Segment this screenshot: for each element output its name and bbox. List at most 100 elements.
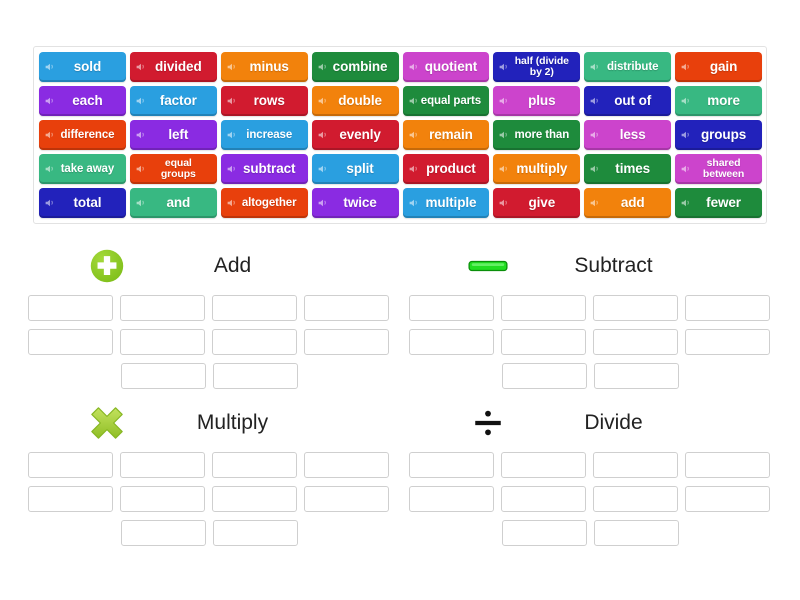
drop-slot[interactable]: [594, 363, 679, 389]
word-tile[interactable]: product: [402, 154, 490, 184]
drop-slot[interactable]: [593, 452, 678, 478]
drop-slot[interactable]: [685, 486, 770, 512]
drop-slot[interactable]: [212, 295, 297, 321]
drop-slot[interactable]: [593, 329, 678, 355]
word-tile[interactable]: rows: [220, 86, 308, 116]
speaker-icon[interactable]: [227, 130, 237, 140]
word-tile[interactable]: factor: [129, 86, 217, 116]
speaker-icon[interactable]: [227, 198, 237, 208]
drop-slot[interactable]: [502, 520, 587, 546]
drop-slot[interactable]: [213, 520, 298, 546]
word-tile[interactable]: each: [39, 86, 126, 116]
word-tile[interactable]: subtract: [220, 154, 308, 184]
word-tile[interactable]: less: [584, 120, 672, 150]
speaker-icon[interactable]: [409, 96, 419, 106]
speaker-icon[interactable]: [499, 96, 509, 106]
speaker-icon[interactable]: [681, 62, 691, 72]
word-tile[interactable]: out of: [584, 86, 672, 116]
drop-slot[interactable]: [409, 452, 494, 478]
speaker-icon[interactable]: [45, 130, 55, 140]
speaker-icon[interactable]: [409, 130, 419, 140]
drop-slot[interactable]: [501, 329, 586, 355]
word-tile[interactable]: minus: [220, 52, 308, 82]
word-tile[interactable]: evenly: [311, 120, 399, 150]
word-tile[interactable]: more: [675, 86, 762, 116]
word-tile[interactable]: more than: [493, 120, 581, 150]
word-tile[interactable]: distribute: [584, 52, 672, 82]
speaker-icon[interactable]: [681, 164, 691, 174]
speaker-icon[interactable]: [45, 164, 55, 174]
drop-slot[interactable]: [28, 486, 113, 512]
speaker-icon[interactable]: [318, 96, 328, 106]
word-tile[interactable]: plus: [493, 86, 581, 116]
word-tile[interactable]: fewer: [675, 188, 762, 218]
speaker-icon[interactable]: [136, 62, 146, 72]
drop-slot[interactable]: [28, 329, 113, 355]
drop-slot[interactable]: [593, 295, 678, 321]
speaker-icon[interactable]: [499, 62, 509, 72]
word-tile[interactable]: left: [129, 120, 217, 150]
word-tile[interactable]: multiple: [402, 188, 490, 218]
drop-slot[interactable]: [120, 329, 205, 355]
drop-slot[interactable]: [502, 363, 587, 389]
word-tile[interactable]: twice: [311, 188, 399, 218]
word-tile[interactable]: multiply: [493, 154, 581, 184]
speaker-icon[interactable]: [590, 96, 600, 106]
word-tile[interactable]: gain: [675, 52, 762, 82]
speaker-icon[interactable]: [136, 198, 146, 208]
word-tile[interactable]: double: [311, 86, 399, 116]
speaker-icon[interactable]: [318, 130, 328, 140]
word-tile[interactable]: and: [129, 188, 217, 218]
drop-slot[interactable]: [120, 486, 205, 512]
word-tile[interactable]: total: [39, 188, 126, 218]
speaker-icon[interactable]: [227, 96, 237, 106]
drop-slot[interactable]: [685, 452, 770, 478]
speaker-icon[interactable]: [499, 164, 509, 174]
word-tile[interactable]: quotient: [402, 52, 490, 82]
drop-slot[interactable]: [304, 295, 389, 321]
word-tile[interactable]: half (divide by 2): [493, 52, 581, 82]
speaker-icon[interactable]: [590, 164, 600, 174]
drop-slot[interactable]: [121, 363, 206, 389]
drop-slot[interactable]: [501, 486, 586, 512]
speaker-icon[interactable]: [681, 130, 691, 140]
drop-slot[interactable]: [409, 295, 494, 321]
drop-slot[interactable]: [28, 295, 113, 321]
speaker-icon[interactable]: [409, 198, 419, 208]
speaker-icon[interactable]: [45, 198, 55, 208]
drop-slot[interactable]: [212, 452, 297, 478]
drop-slot[interactable]: [593, 486, 678, 512]
speaker-icon[interactable]: [45, 96, 55, 106]
word-tile[interactable]: times: [584, 154, 672, 184]
speaker-icon[interactable]: [499, 130, 509, 140]
speaker-icon[interactable]: [590, 62, 600, 72]
drop-slot[interactable]: [304, 329, 389, 355]
word-tile[interactable]: equal groups: [129, 154, 217, 184]
speaker-icon[interactable]: [681, 96, 691, 106]
speaker-icon[interactable]: [681, 198, 691, 208]
speaker-icon[interactable]: [318, 62, 328, 72]
drop-slot[interactable]: [501, 452, 586, 478]
drop-slot[interactable]: [120, 295, 205, 321]
speaker-icon[interactable]: [227, 62, 237, 72]
drop-slot[interactable]: [685, 329, 770, 355]
drop-slot[interactable]: [409, 486, 494, 512]
word-tile[interactable]: sold: [39, 52, 126, 82]
word-tile[interactable]: equal parts: [402, 86, 490, 116]
drop-slot[interactable]: [594, 520, 679, 546]
speaker-icon[interactable]: [136, 96, 146, 106]
word-tile[interactable]: add: [584, 188, 672, 218]
drop-slot[interactable]: [212, 486, 297, 512]
speaker-icon[interactable]: [590, 130, 600, 140]
word-tile[interactable]: increase: [220, 120, 308, 150]
word-tile[interactable]: altogether: [220, 188, 308, 218]
speaker-icon[interactable]: [136, 164, 146, 174]
speaker-icon[interactable]: [409, 62, 419, 72]
drop-slot[interactable]: [28, 452, 113, 478]
speaker-icon[interactable]: [318, 198, 328, 208]
drop-slot[interactable]: [213, 363, 298, 389]
drop-slot[interactable]: [304, 452, 389, 478]
speaker-icon[interactable]: [318, 164, 328, 174]
word-tile[interactable]: difference: [39, 120, 126, 150]
speaker-icon[interactable]: [227, 164, 237, 174]
